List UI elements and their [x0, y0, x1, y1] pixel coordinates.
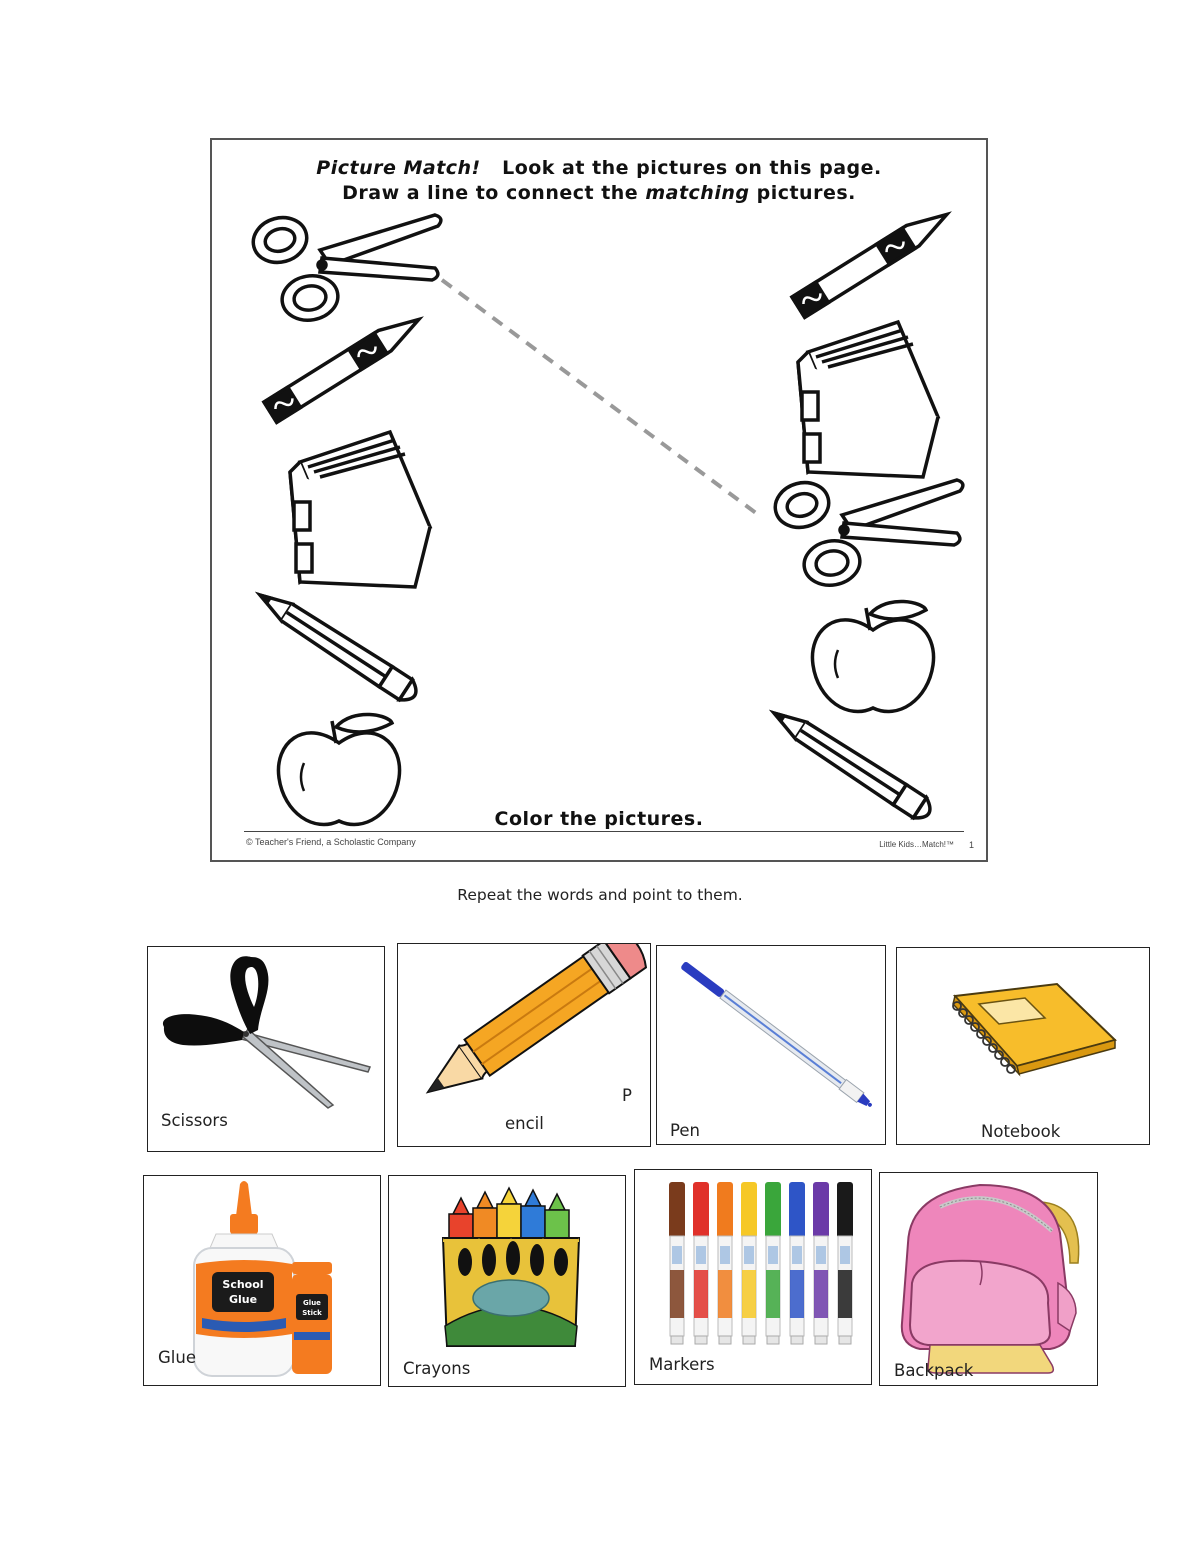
marker [741, 1182, 757, 1345]
marker [789, 1182, 805, 1345]
copyright-text: © Teacher's Friend, a Scholastic Company [246, 837, 416, 847]
crayons-icon [441, 1186, 581, 1347]
worksheet-instruction-2b: matching [645, 182, 750, 204]
card-label-pencil-initial: P [622, 1086, 632, 1105]
worksheet-pictures [246, 202, 965, 827]
worksheet-instruction-2a: Draw a line to connect the [342, 182, 639, 204]
glue-stick-text-2: Stick [302, 1309, 322, 1317]
card-label-markers: Markers [649, 1355, 715, 1374]
pencil-icon [425, 944, 648, 1094]
card-backpack: Backpack [879, 1172, 1098, 1386]
card-pen: Pen [656, 945, 886, 1145]
marker [669, 1182, 685, 1345]
repeat-instruction: Repeat the words and point to them. [457, 886, 743, 904]
card-label-scissors: Scissors [161, 1111, 228, 1130]
worksheet-instruction-1: Look at the pictures on this page. [502, 157, 882, 179]
marker [717, 1182, 733, 1345]
card-label-backpack: Backpack [894, 1361, 974, 1380]
series-text: Little Kids…Match!™ [879, 840, 954, 849]
card-crayons: Crayons [388, 1175, 626, 1387]
scissors-icon [162, 956, 372, 1109]
worksheet-instruction-2c: pictures. [756, 182, 856, 204]
color-instruction: Color the pictures. [494, 808, 704, 830]
markers-icon [669, 1182, 853, 1345]
card-scissors: Scissors [147, 946, 385, 1152]
card-notebook: Notebook [896, 947, 1150, 1145]
marker [813, 1182, 829, 1345]
card-label-pen: Pen [670, 1121, 700, 1140]
footer-rule [244, 831, 964, 832]
glue-icon: School Glue Glue Stick [193, 1181, 332, 1377]
glue-bottle-text-1: School [222, 1278, 263, 1291]
card-label-glue: Glue [158, 1348, 196, 1367]
glue-bottle-text-2: Glue [229, 1293, 257, 1306]
marker [765, 1182, 781, 1345]
card-glue: School Glue Glue Stick Glue [143, 1175, 381, 1386]
card-pencil: P encil [397, 943, 651, 1147]
notebook-icon [952, 982, 1117, 1077]
card-label-pencil: encil [505, 1114, 544, 1133]
card-label-crayons: Crayons [403, 1359, 471, 1378]
glue-stick-text-1: Glue [303, 1299, 321, 1307]
worksheet-title: Picture Match! Look at the pictures on t… [212, 156, 986, 206]
worksheet-heading: Picture Match! [316, 157, 481, 179]
pen-icon [681, 962, 872, 1107]
marker [693, 1182, 709, 1345]
backpack-icon [900, 1183, 1080, 1374]
card-markers: Markers [634, 1169, 872, 1385]
page-number: 1 [968, 840, 974, 850]
card-label-notebook: Notebook [981, 1122, 1061, 1141]
picture-match-worksheet: Picture Match! Look at the pictures on t… [210, 138, 988, 862]
marker [837, 1182, 853, 1345]
